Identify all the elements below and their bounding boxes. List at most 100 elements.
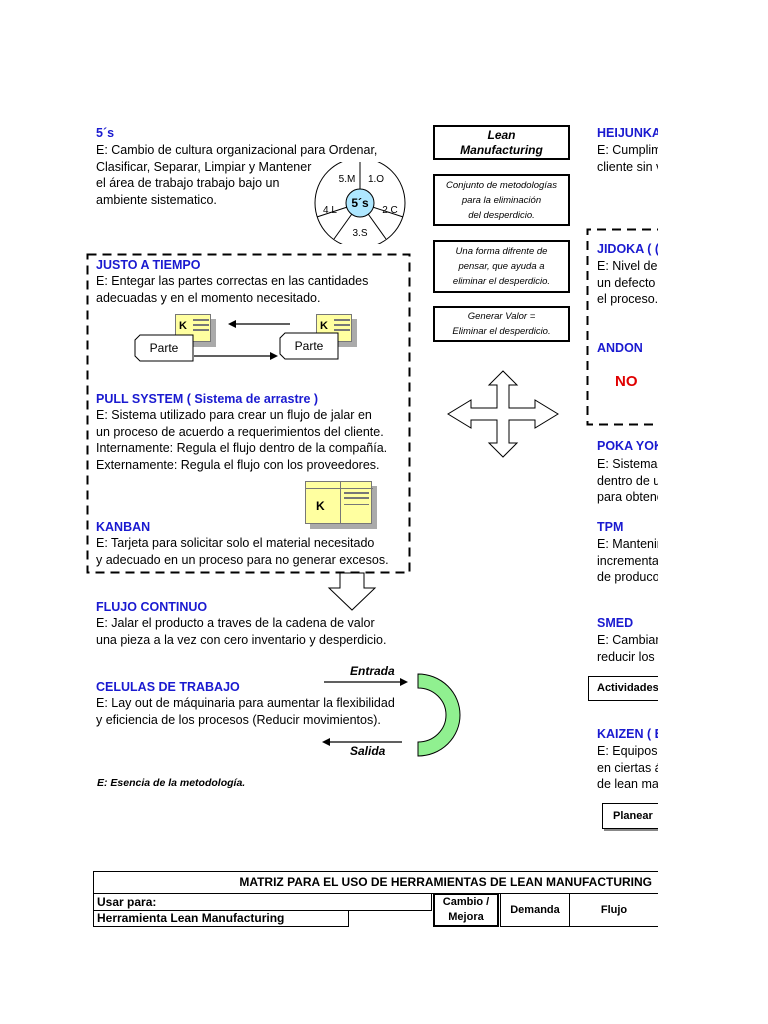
desc-line: Internamente: Regula el flujo dentro de … bbox=[96, 440, 387, 457]
jidoka-title: JIDOKA ( ( bbox=[597, 242, 658, 256]
desc-line: E: Sistema bbox=[597, 456, 658, 473]
jat-desc: E: Entegar las partes correctas en las c… bbox=[96, 273, 368, 306]
desc-line: E: Jalar el producto a traves de la cade… bbox=[96, 615, 386, 632]
kanban-card-letter: K bbox=[316, 499, 325, 513]
poka-yoke-title: POKA YOK bbox=[597, 439, 658, 453]
desc-line: incrementa bbox=[597, 553, 658, 570]
kaizen-title: KAIZEN ( E bbox=[597, 727, 658, 741]
kanban-card-letter: K bbox=[320, 320, 328, 332]
card-line bbox=[334, 329, 350, 331]
wheel-segment-label: 5.M bbox=[339, 174, 356, 185]
box-line: Eliminar el desperdicio. bbox=[435, 324, 568, 339]
lean-thinking-box: Una forma difrente de pensar, que ayuda … bbox=[433, 240, 570, 293]
desc-line: de lean ma bbox=[597, 776, 658, 793]
desc-line: adecuadas y en el momento necesitado. bbox=[96, 290, 368, 307]
wheel-segment-label: 4.L bbox=[323, 205, 337, 216]
matrix-usar-para-cell: Usar para: bbox=[93, 893, 432, 911]
value-box: Generar Valor = Eliminar el desperdicio. bbox=[433, 306, 570, 342]
lean-manufacturing-title-box: Lean Manufacturing bbox=[433, 125, 570, 160]
actividades-button[interactable]: Actividades bbox=[588, 676, 658, 701]
poka-yoke-desc: E: Sistema dentro de u para obtene bbox=[597, 456, 658, 506]
four-way-arrow-icon bbox=[445, 369, 561, 459]
five-s-wheel: 5´s 5.M 1.O 2.C 3.S 4.L bbox=[314, 162, 406, 244]
andon-status: NO bbox=[615, 373, 638, 390]
matrix-col-demanda: Demanda bbox=[500, 893, 570, 927]
desc-line: E: Cumplim bbox=[597, 142, 658, 159]
smed-title: SMED bbox=[597, 616, 633, 630]
lean-title-line: Manufacturing bbox=[435, 143, 568, 158]
desc-line: en ciertas á bbox=[597, 760, 658, 777]
heijunka-desc: E: Cumplim cliente sin v bbox=[597, 142, 658, 175]
desc-line: E: Lay out de máquinaria para aumentar l… bbox=[96, 695, 395, 712]
lean-definition-box: Conjunto de metodologías para la elimina… bbox=[433, 174, 570, 226]
planear-button[interactable]: Planear bbox=[602, 803, 658, 829]
desc-line: para obtene bbox=[597, 489, 658, 506]
celulas-desc: E: Lay out de máquinaria para aumentar l… bbox=[96, 695, 395, 728]
desc-line: y adecuado en un proceso para no generar… bbox=[96, 552, 389, 569]
box-line: eliminar el desperdicio. bbox=[435, 274, 568, 289]
kaizen-desc: E: Equipos en ciertas á de lean ma bbox=[597, 743, 658, 793]
jidoka-desc: E: Nivel de un defecto el proceso. bbox=[597, 258, 658, 308]
lean-title-line: Lean bbox=[435, 128, 568, 143]
wheel-segment-label: 2.C bbox=[382, 205, 398, 216]
desc-line: una pieza a la vez con cero inventario y… bbox=[96, 632, 386, 649]
tpm-title: TPM bbox=[597, 520, 623, 534]
down-arrow-icon bbox=[327, 572, 377, 612]
desc-line: E: Tarjeta para solicitar solo el materi… bbox=[96, 535, 389, 552]
matrix-title: MATRIZ PARA EL USO DE HERRAMIENTAS DE LE… bbox=[239, 875, 652, 889]
kanban-card-letter: K bbox=[179, 320, 187, 332]
page-canvas: 5´s E: Cambio de cultura organizacional … bbox=[0, 0, 658, 1024]
kanban-desc: E: Tarjeta para solicitar solo el materi… bbox=[96, 535, 389, 568]
smed-desc: E: Cambiar reducir los bbox=[597, 632, 658, 665]
desc-line: un proceso de acuerdo a requerimientos d… bbox=[96, 424, 387, 441]
matrix-usar-para: Usar para: bbox=[97, 895, 156, 909]
matrix-col-flujo: Flujo bbox=[569, 893, 658, 927]
pull-system-title: PULL SYSTEM ( Sistema de arrastre ) bbox=[96, 392, 318, 406]
desc-line: E: Sistema utilizado para crear un flujo… bbox=[96, 407, 387, 424]
tpm-desc: E: Mantenir incrementa de produco bbox=[597, 536, 658, 586]
card-line bbox=[306, 488, 373, 489]
desc-line: E: Nivel de bbox=[597, 258, 658, 275]
parte-label: Parte bbox=[150, 341, 179, 355]
desc-line: reducir los bbox=[597, 649, 658, 666]
kanban-flow-arrows bbox=[190, 318, 300, 362]
desc-line: E: Entegar las partes correctas en las c… bbox=[96, 273, 368, 290]
desc-line: E: Mantenir bbox=[597, 536, 658, 553]
flujo-continuo-desc: E: Jalar el producto a traves de la cade… bbox=[96, 615, 386, 648]
andon-title: ANDON bbox=[597, 341, 643, 355]
flujo-continuo-title: FLUJO CONTINUO bbox=[96, 600, 207, 614]
desc-line: Externamente: Regula el flujo con los pr… bbox=[96, 457, 387, 474]
desc-line: el proceso. bbox=[597, 291, 658, 308]
card-line bbox=[344, 497, 369, 499]
cinco-s-title: 5´s bbox=[96, 126, 114, 140]
card-line bbox=[334, 319, 350, 321]
desc-line: E: Cambio de cultura organizacional para… bbox=[96, 142, 377, 159]
desc-line: dentro de u bbox=[597, 473, 658, 490]
celulas-title: CELULAS DE TRABAJO bbox=[96, 680, 240, 694]
jat-title: JUSTO A TIEMPO bbox=[96, 258, 200, 272]
desc-line: y eficiencia de los procesos (Reducir mo… bbox=[96, 712, 395, 729]
wheel-segment-label: 1.O bbox=[368, 174, 384, 185]
desc-line: E: Equipos bbox=[597, 743, 658, 760]
matrix-title-row: MATRIZ PARA EL USO DE HERRAMIENTAS DE LE… bbox=[93, 871, 658, 894]
box-line: para la eliminación bbox=[435, 193, 568, 208]
pull-system-desc: E: Sistema utilizado para crear un flujo… bbox=[96, 407, 387, 473]
kanban-title: KANBAN bbox=[96, 520, 150, 534]
matrix-col-cambio: Cambio / Mejora bbox=[433, 893, 499, 927]
parte-shape: Parte bbox=[134, 334, 194, 362]
box-line: Una forma difrente de bbox=[435, 244, 568, 259]
desc-line: un defecto bbox=[597, 275, 658, 292]
heijunka-title: HEIJUNKA bbox=[597, 126, 658, 140]
card-line bbox=[334, 324, 350, 326]
box-line: Generar Valor = bbox=[435, 309, 568, 324]
desc-line: de produco bbox=[597, 569, 658, 586]
footnote: E: Esencia de la metodología. bbox=[97, 777, 245, 789]
card-line bbox=[344, 492, 369, 494]
card-line bbox=[344, 504, 369, 505]
box-line: del desperdicio. bbox=[435, 208, 568, 223]
box-line: pensar, que ayuda a bbox=[435, 259, 568, 274]
kanban-card-large-icon: K bbox=[305, 481, 372, 524]
matrix-herramienta-cell: Herramienta Lean Manufacturing bbox=[93, 910, 349, 927]
wheel-segment-label: 3.S bbox=[352, 228, 367, 239]
desc-line: E: Cambiar bbox=[597, 632, 658, 649]
